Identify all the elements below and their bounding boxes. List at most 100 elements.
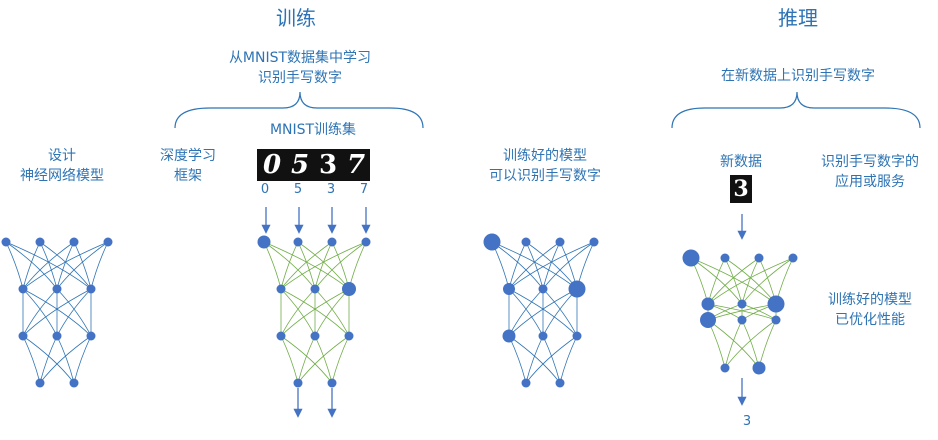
design-network-node: [18, 331, 28, 341]
trained-network-edge: [542, 335, 561, 384]
trained-network-edge: [508, 241, 527, 290]
design-network-node: [35, 378, 45, 388]
training-network-edge: [280, 241, 367, 290]
design-label-line1: 设计: [48, 148, 76, 164]
inference-network-node: [720, 363, 730, 373]
training-network-edge: [297, 335, 350, 384]
inference-network-edge: [707, 303, 777, 321]
design-network-edge: [22, 335, 41, 384]
training-network-edge: [263, 241, 316, 290]
training-network-edge: [280, 335, 333, 384]
design-label-line2: 神经网络模型: [20, 168, 104, 184]
training-network-node: [276, 331, 286, 341]
trained-network-edge: [525, 335, 578, 384]
training-heading: 训练: [276, 6, 316, 30]
training-network-node: [276, 284, 286, 294]
design-network-edge: [5, 241, 24, 290]
mnist-samples-image: 0 5 3 7: [257, 149, 370, 181]
design-network-edge: [39, 241, 92, 290]
trained-network-edge: [508, 241, 595, 290]
design-network-edge: [5, 241, 92, 290]
mnist-dataset-label: MNIST训练集: [269, 122, 357, 138]
trained-network-node: [483, 233, 501, 251]
design-network-edge: [56, 335, 75, 384]
inference-network-node: [788, 253, 798, 263]
new-data-image: 3: [730, 175, 752, 203]
training-brace: [174, 91, 424, 129]
design-network-edge: [22, 335, 75, 384]
design-network-edge: [39, 335, 58, 384]
design-network-edge: [90, 241, 109, 290]
inference-network-node: [767, 295, 785, 313]
training-network-edge: [280, 288, 350, 337]
inference-caption: 在新数据上识别手写数字: [721, 68, 875, 84]
trained-network-edge: [508, 335, 527, 384]
design-network-node: [1, 237, 11, 247]
design-network-node: [103, 237, 113, 247]
inference-network-node: [771, 315, 781, 325]
app-label-line1: 识别手写数字的: [821, 154, 919, 170]
trained-network-node: [502, 329, 516, 343]
inference-network-edge: [758, 319, 777, 369]
training-network-node: [257, 235, 271, 249]
training-network-edge: [280, 241, 299, 290]
design-network-edge: [22, 288, 92, 337]
training-network-node: [342, 282, 356, 296]
training-caption-line1: 从MNIST数据集中学习: [228, 50, 372, 66]
inference-network-edge: [724, 319, 743, 369]
trained-network-node: [568, 280, 586, 298]
trained-network-node: [555, 237, 565, 247]
design-network-edge: [5, 241, 58, 290]
design-network-node: [18, 284, 28, 294]
design-network-edge: [22, 241, 75, 290]
trained-network-node: [589, 237, 599, 247]
training-network-node: [327, 378, 337, 388]
training-network-edge: [263, 241, 350, 290]
new-data-label: 新数据: [720, 154, 762, 170]
trained-network-edge: [508, 288, 578, 337]
design-network-edge: [22, 288, 92, 337]
mnist-sample-3: 7: [347, 150, 366, 180]
design-network-node: [52, 284, 62, 294]
mnist-sample-1: 5: [291, 150, 310, 180]
inference-network-node: [737, 315, 747, 325]
inference-network-edge: [741, 257, 794, 305]
design-network-node: [69, 237, 79, 247]
training-network-node: [327, 237, 337, 247]
training-caption-line2: 识别手写数字: [258, 70, 342, 86]
design-network-edge: [56, 241, 109, 290]
inference-network-edge: [707, 257, 726, 305]
training-network-node: [293, 378, 303, 388]
design-network-node: [35, 237, 45, 247]
design-network-node: [86, 331, 96, 341]
training-network-node: [310, 331, 320, 341]
design-network-node: [52, 331, 62, 341]
mnist-sample-2: 3: [319, 150, 338, 180]
inference-network-edge: [707, 257, 794, 305]
design-network-edge: [22, 241, 41, 290]
trained-network-edge: [542, 241, 595, 290]
trained-network-node: [521, 378, 531, 388]
digit-label-3: 3: [326, 182, 336, 197]
mnist-sample-0: 0: [263, 150, 282, 180]
trained-network-edge: [508, 288, 578, 337]
optimized-label-line1: 训练好的模型: [828, 292, 912, 308]
inference-network-node: [737, 299, 747, 309]
training-network-node: [344, 331, 354, 341]
trained-network-edge: [559, 335, 578, 384]
training-network-node: [310, 284, 320, 294]
training-network-edge: [280, 288, 350, 337]
training-network-edge: [280, 335, 299, 384]
inference-network-edge: [724, 319, 777, 369]
framework-label-line2: 框架: [174, 168, 202, 184]
training-network-edge: [297, 335, 316, 384]
design-network-edge: [39, 335, 92, 384]
training-network-node: [293, 237, 303, 247]
training-network-edge: [331, 241, 350, 290]
trained-network-node: [521, 237, 531, 247]
trained-network-node: [555, 378, 565, 388]
inference-network-node: [700, 312, 716, 328]
app-label-line2: 应用或服务: [835, 174, 905, 190]
trained-network-node: [572, 331, 582, 341]
